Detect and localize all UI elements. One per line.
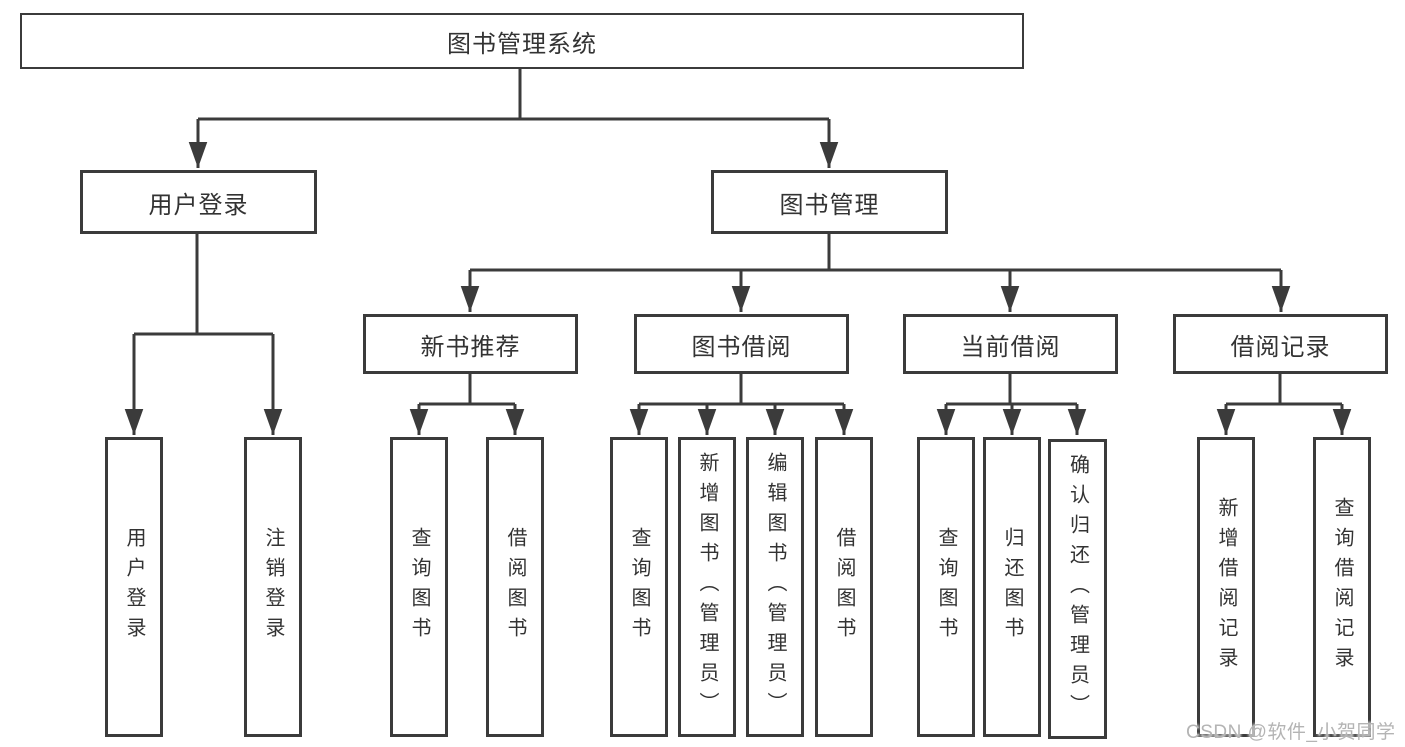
leaf-br-add-record-label: 新增借阅记录 <box>1215 497 1237 677</box>
leaf-br-query-record-label: 查询借阅记录 <box>1331 497 1353 677</box>
leaf-cb-query-book-label: 查询图书 <box>935 527 957 647</box>
node-book-borrow: 图书借阅 <box>634 314 849 374</box>
leaf-nb-query-book: 查询图书 <box>390 437 448 737</box>
node-user-login: 用户登录 <box>80 170 317 234</box>
connector-root-rail <box>198 69 829 121</box>
leaf-bb-add-book-label: 新增图书（管理员） <box>696 452 718 722</box>
leaf-cb-confirm-return-label: 确认归还（管理员） <box>1066 454 1089 724</box>
leaf-cb-confirm-return: 确认归还（管理员） <box>1048 439 1107 739</box>
leaf-logout-label: 注销登录 <box>262 527 284 647</box>
leaf-logout: 注销登录 <box>244 437 302 737</box>
node-borrow-record-label: 借阅记录 <box>1230 333 1331 361</box>
csdn-watermark: CSDN @软件_小贺同学 <box>1186 722 1396 743</box>
node-current-borrow-label: 当前借阅 <box>960 333 1061 361</box>
node-book-borrow-label: 图书借阅 <box>691 333 792 361</box>
leaf-login: 用户登录 <box>105 437 163 737</box>
leaf-bb-query-book-label: 查询图书 <box>628 527 650 647</box>
leaf-bb-borrow-book: 借阅图书 <box>815 437 873 737</box>
node-borrow-record: 借阅记录 <box>1173 314 1388 374</box>
leaf-cb-return-book: 归还图书 <box>983 437 1041 737</box>
connector-borrow-record-rail <box>1226 374 1342 406</box>
node-new-book-rec: 新书推荐 <box>363 314 578 374</box>
leaf-br-add-record: 新增借阅记录 <box>1197 437 1255 737</box>
connector-book-mgmt-rail <box>470 233 1281 272</box>
node-user-login-label: 用户登录 <box>148 191 249 219</box>
leaf-bb-borrow-book-label: 借阅图书 <box>833 527 855 647</box>
leaf-nb-query-book-label: 查询图书 <box>408 527 430 647</box>
node-root: 图书管理系统 <box>20 13 1024 69</box>
leaf-bb-add-book: 新增图书（管理员） <box>678 437 736 737</box>
leaf-bb-query-book: 查询图书 <box>610 437 668 737</box>
node-book-mgmt-label: 图书管理 <box>779 191 880 219</box>
connector-user-login-rail <box>134 233 273 336</box>
leaf-bb-edit-book-label: 编辑图书（管理员） <box>764 452 786 722</box>
leaf-bb-edit-book: 编辑图书（管理员） <box>746 437 804 737</box>
leaf-br-query-record: 查询借阅记录 <box>1313 437 1371 737</box>
leaf-login-label: 用户登录 <box>123 527 145 647</box>
node-root-label: 图书管理系统 <box>447 30 597 58</box>
leaf-cb-query-book: 查询图书 <box>917 437 975 737</box>
connector-new-book-rec-rail <box>419 374 515 406</box>
connector-current-borrow-rail <box>946 374 1077 406</box>
node-book-mgmt: 图书管理 <box>711 170 948 234</box>
connector-book-borrow-rail <box>639 374 844 406</box>
node-new-book-rec-label: 新书推荐 <box>420 333 521 361</box>
leaf-nb-borrow-book: 借阅图书 <box>486 437 544 737</box>
leaf-nb-borrow-book-label: 借阅图书 <box>504 527 526 647</box>
leaf-cb-return-book-label: 归还图书 <box>1001 527 1023 647</box>
node-current-borrow: 当前借阅 <box>903 314 1118 374</box>
